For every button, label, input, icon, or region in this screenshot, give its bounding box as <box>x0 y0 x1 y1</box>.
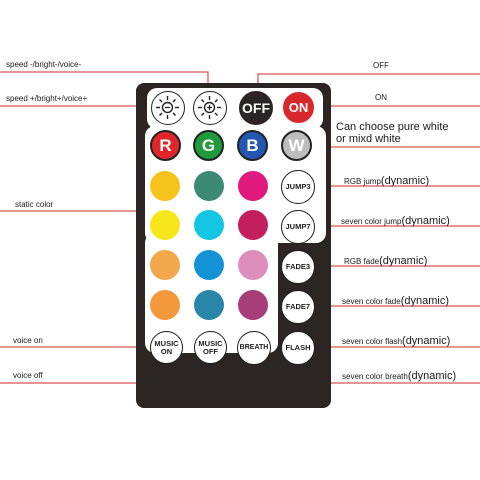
color-button-purple[interactable] <box>238 290 268 320</box>
flash-label: FLASH <box>285 343 311 353</box>
red-button[interactable]: R <box>150 130 181 161</box>
fade3-label: FADE3 <box>285 262 311 272</box>
white-button[interactable]: W <box>281 130 312 161</box>
label-off: OFF <box>373 61 389 70</box>
green-button[interactable]: G <box>193 130 224 161</box>
jump3-label: JUMP3 <box>285 182 311 192</box>
label-rgb-fade: RGB fade(dynamic) <box>344 255 428 267</box>
color-button-cyan[interactable] <box>194 210 224 240</box>
sun-up-icon <box>198 96 221 119</box>
label-on: ON <box>375 93 387 102</box>
blue-button[interactable]: B <box>237 130 268 161</box>
breath-button[interactable]: BREATH <box>237 331 271 365</box>
speed-down-button[interactable] <box>151 91 185 125</box>
color-button-pink[interactable] <box>238 250 268 280</box>
jump7-label: JUMP7 <box>285 222 311 232</box>
sun-down-icon <box>156 96 179 119</box>
label-speed-up: speed +/bright+/voice+ <box>6 94 88 103</box>
label-seven-breath: seven color breath(dynamic) <box>342 370 457 382</box>
breath-label: BREATH <box>239 344 269 352</box>
color-button-teal-green[interactable] <box>194 171 224 201</box>
color-button-magenta[interactable] <box>238 171 268 201</box>
color-button-light-orange[interactable] <box>150 250 180 280</box>
color-button-steel-blue[interactable] <box>194 290 224 320</box>
jump3-button[interactable]: JUMP3 <box>281 170 315 204</box>
label-seven-fade: seven color fade(dynamic) <box>342 295 449 307</box>
on-button[interactable]: ON <box>281 90 316 125</box>
label-seven-jump: seven color jump(dynamic) <box>341 215 450 227</box>
color-button-crimson[interactable] <box>238 210 268 240</box>
color-button-yellow[interactable] <box>150 210 180 240</box>
color-button-sky-blue[interactable] <box>194 250 224 280</box>
off-button[interactable]: OFF <box>237 89 275 127</box>
speed-up-button[interactable] <box>193 91 227 125</box>
label-static-color: static color <box>15 200 54 209</box>
fade3-button[interactable]: FADE3 <box>281 250 315 284</box>
jump7-button[interactable]: JUMP7 <box>281 210 315 244</box>
fade7-button[interactable]: FADE7 <box>281 290 315 324</box>
label-speed-down: speed -/bright-/voice- <box>6 60 82 69</box>
color-button-orange[interactable] <box>150 290 180 320</box>
color-button-yellow-orange[interactable] <box>150 171 180 201</box>
fade7-label: FADE7 <box>285 302 311 312</box>
flash-button[interactable]: FLASH <box>281 331 315 365</box>
remote-control: OFF ON R G B W JUMP3 JUMP7 FADE3 FADE7 M… <box>136 83 331 408</box>
label-voice-on: voice on <box>13 336 43 345</box>
label-voice-off: voice off <box>13 371 43 380</box>
label-seven-flash: seven color flash(dynamic) <box>342 335 451 347</box>
label-rgb-jump: RGB jump(dynamic) <box>344 175 430 187</box>
